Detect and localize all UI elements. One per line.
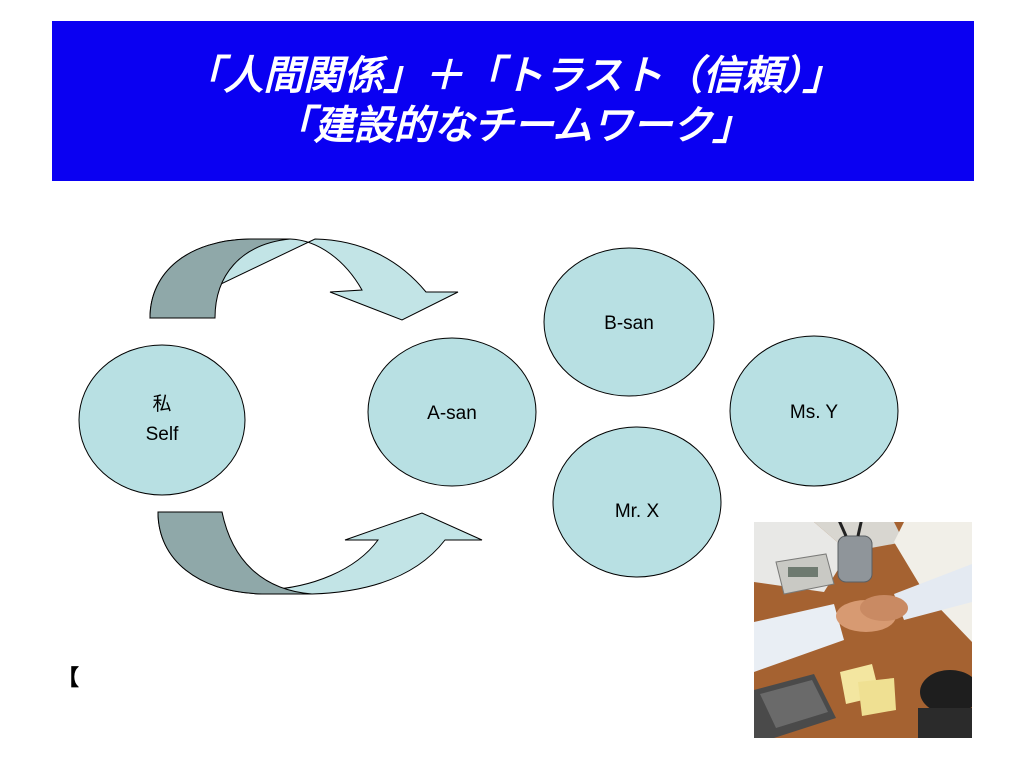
bracket-mark: 【 — [57, 666, 80, 691]
title-banner: 「人間関係」＋「トラスト（信頼）」 「建設的なチームワーク」 — [52, 21, 974, 181]
title-line-2: 「建設的なチームワーク」 — [273, 103, 753, 149]
node-mr-x: Mr. X — [552, 426, 722, 578]
node-self-label-en: Self — [146, 424, 179, 445]
node-ms-y-label: Ms. Y — [790, 402, 839, 423]
node-mr-x-label: Mr. X — [615, 501, 660, 522]
handshake-photo — [754, 522, 972, 738]
node-self-label-jp: 私 — [152, 393, 171, 415]
node-self: 私 Self — [78, 344, 246, 496]
top-curved-arrow — [149, 238, 459, 321]
title-line-1: 「人間関係」＋「トラスト（信頼）」 — [183, 53, 843, 99]
node-b-san-label: B-san — [604, 313, 654, 334]
node-a-san-label: A-san — [427, 403, 477, 424]
bottom-curved-arrow — [157, 511, 483, 595]
node-b-san: B-san — [543, 247, 715, 397]
node-a-san: A-san — [367, 337, 537, 487]
node-ms-y: Ms. Y — [729, 335, 899, 487]
